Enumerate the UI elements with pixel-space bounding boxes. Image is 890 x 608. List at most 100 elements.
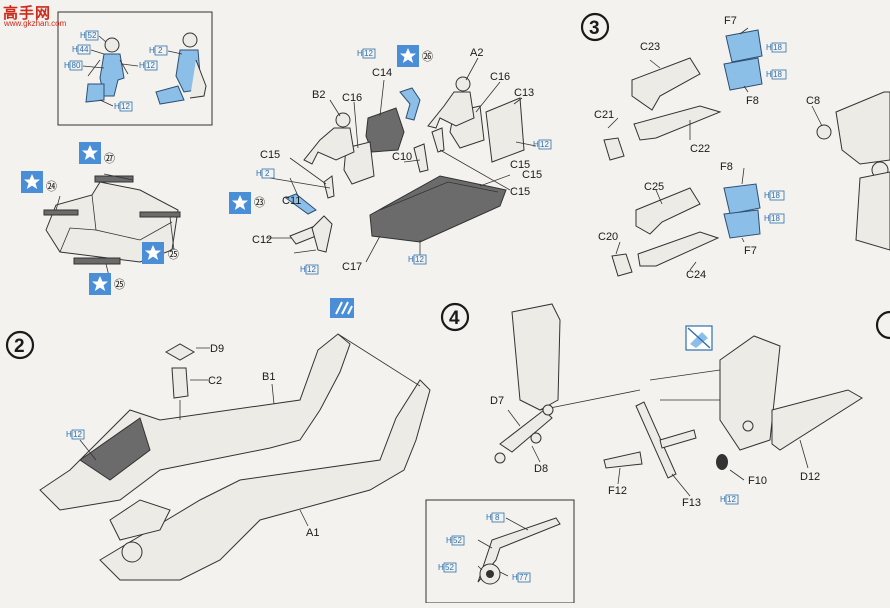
part-c17 xyxy=(369,175,507,243)
paint-number: 80 xyxy=(72,61,81,70)
paint-h12: H 12 xyxy=(533,139,552,150)
step-5-partial xyxy=(875,310,890,340)
paint-code: H xyxy=(446,536,452,545)
pilot-figure-front xyxy=(85,37,129,103)
star-decal-icon xyxy=(397,45,419,67)
seat-decal-assembly: ㉗ ㉔ ㉕ ㉕ xyxy=(21,142,181,295)
paint-code: H xyxy=(764,214,770,223)
paint-number: 12 xyxy=(146,61,155,70)
paint-number: 12 xyxy=(540,140,549,149)
label-d9: D9 xyxy=(210,343,224,355)
label-c15-left: C15 xyxy=(260,149,280,161)
paint-h18: H 18 xyxy=(764,213,785,224)
paint-h18: H 18 xyxy=(766,42,787,53)
paint-code: H xyxy=(438,563,444,572)
star-decal-icon xyxy=(229,192,251,214)
part-f8-bottom xyxy=(723,183,761,215)
paint-code: H xyxy=(764,191,770,200)
paint-h2: H 2 xyxy=(256,168,275,179)
step-4: 4 D7 D8 xyxy=(425,302,863,604)
paint-code: H xyxy=(139,61,145,70)
label-f7-bottom: F7 xyxy=(744,245,757,257)
star-decal-icon xyxy=(79,142,101,164)
label-a2: A2 xyxy=(470,47,483,59)
label-b1: B1 xyxy=(262,371,275,383)
part-c25 xyxy=(635,187,701,235)
label-c15-right2: C15 xyxy=(522,169,542,181)
label-c21: C21 xyxy=(594,109,614,121)
label-c8: C8 xyxy=(806,95,820,107)
step-number: 3 xyxy=(589,18,600,39)
part-c22 xyxy=(633,105,722,141)
paint-h12-b: H 12 xyxy=(99,99,133,112)
paint-code: H xyxy=(766,43,772,52)
paint-number: 18 xyxy=(773,70,782,79)
paint-h80: H 80 xyxy=(64,60,105,71)
paint-h12-a: H 12 xyxy=(121,60,158,71)
label-c13: C13 xyxy=(514,87,534,99)
label-c20: C20 xyxy=(598,231,618,243)
part-f13 xyxy=(635,401,677,479)
label-f10: F10 xyxy=(748,475,767,487)
part-c13 xyxy=(485,97,525,163)
paint-code: H xyxy=(408,255,414,264)
part-f8-top xyxy=(723,57,763,91)
no-glue-icon xyxy=(685,325,713,351)
label-c2: C2 xyxy=(208,375,222,387)
star-decal-icon xyxy=(142,242,164,264)
paint-h52: H 52 xyxy=(438,562,457,573)
paint-code: H xyxy=(720,495,726,504)
paint-code: H xyxy=(300,265,306,274)
part-c24 xyxy=(637,231,720,267)
part-a1 xyxy=(99,379,431,581)
paint-code: H xyxy=(80,31,86,40)
paint-h12: H 12 xyxy=(66,429,97,461)
label-f12: F12 xyxy=(608,485,627,497)
paint-code: H xyxy=(72,45,78,54)
part-f7-bottom xyxy=(723,209,761,239)
paint-number: 8 xyxy=(495,513,500,522)
paint-code: H xyxy=(64,61,70,70)
step-2: 2 D9 C2 B1 A1 H xyxy=(5,298,431,581)
label-c16-right: C16 xyxy=(490,71,510,83)
cockpit-assembly: ㉖ ㉓ B2 C16 C14 A2 C16 C13 C10 C15 C15 C1… xyxy=(229,45,552,275)
decal-sheet-icon xyxy=(330,298,354,318)
label-d12: D12 xyxy=(800,471,820,483)
step-3: 3 C23 C21 C22 F7 F8 C25 C20 C24 F8 xyxy=(580,12,787,281)
decal-number: ㉖ xyxy=(422,50,433,63)
part-f7-top xyxy=(725,29,763,63)
paint-h8: H 8 xyxy=(486,512,505,523)
paint-number: 18 xyxy=(771,191,780,200)
paint-h52: H 52 xyxy=(446,535,465,546)
paint-number: 52 xyxy=(453,536,462,545)
paint-number: 2 xyxy=(158,46,163,55)
decal-number: ㉕ xyxy=(114,278,125,291)
label-d8: D8 xyxy=(534,463,548,475)
decal-number: ㉗ xyxy=(104,152,115,165)
paint-h44: H 44 xyxy=(72,44,105,55)
paint-h12: H 12 xyxy=(720,494,739,505)
label-f13: F13 xyxy=(682,497,701,509)
part-c20 xyxy=(611,253,633,277)
paint-number: 12 xyxy=(727,495,736,504)
star-decal-icon xyxy=(21,171,43,193)
site-logo-text: 高手网 xyxy=(3,5,52,22)
paint-code: H xyxy=(114,102,120,111)
label-f7-top: F7 xyxy=(724,15,737,27)
paint-number: 52 xyxy=(445,563,454,572)
paint-code: H xyxy=(149,46,155,55)
part-d9 xyxy=(164,343,196,361)
paint-number: 77 xyxy=(519,573,528,582)
paint-number: 12 xyxy=(121,102,130,111)
star-decal-icon xyxy=(89,273,111,295)
paint-h18: H 18 xyxy=(764,190,785,201)
paint-number: 12 xyxy=(307,265,316,274)
label-c22: C22 xyxy=(690,143,710,155)
decal-number: ㉔ xyxy=(46,180,57,193)
step-number: 2 xyxy=(14,336,25,357)
paint-number: 18 xyxy=(771,214,780,223)
paint-code: H xyxy=(512,573,518,582)
paint-h12: H 12 xyxy=(408,254,427,265)
